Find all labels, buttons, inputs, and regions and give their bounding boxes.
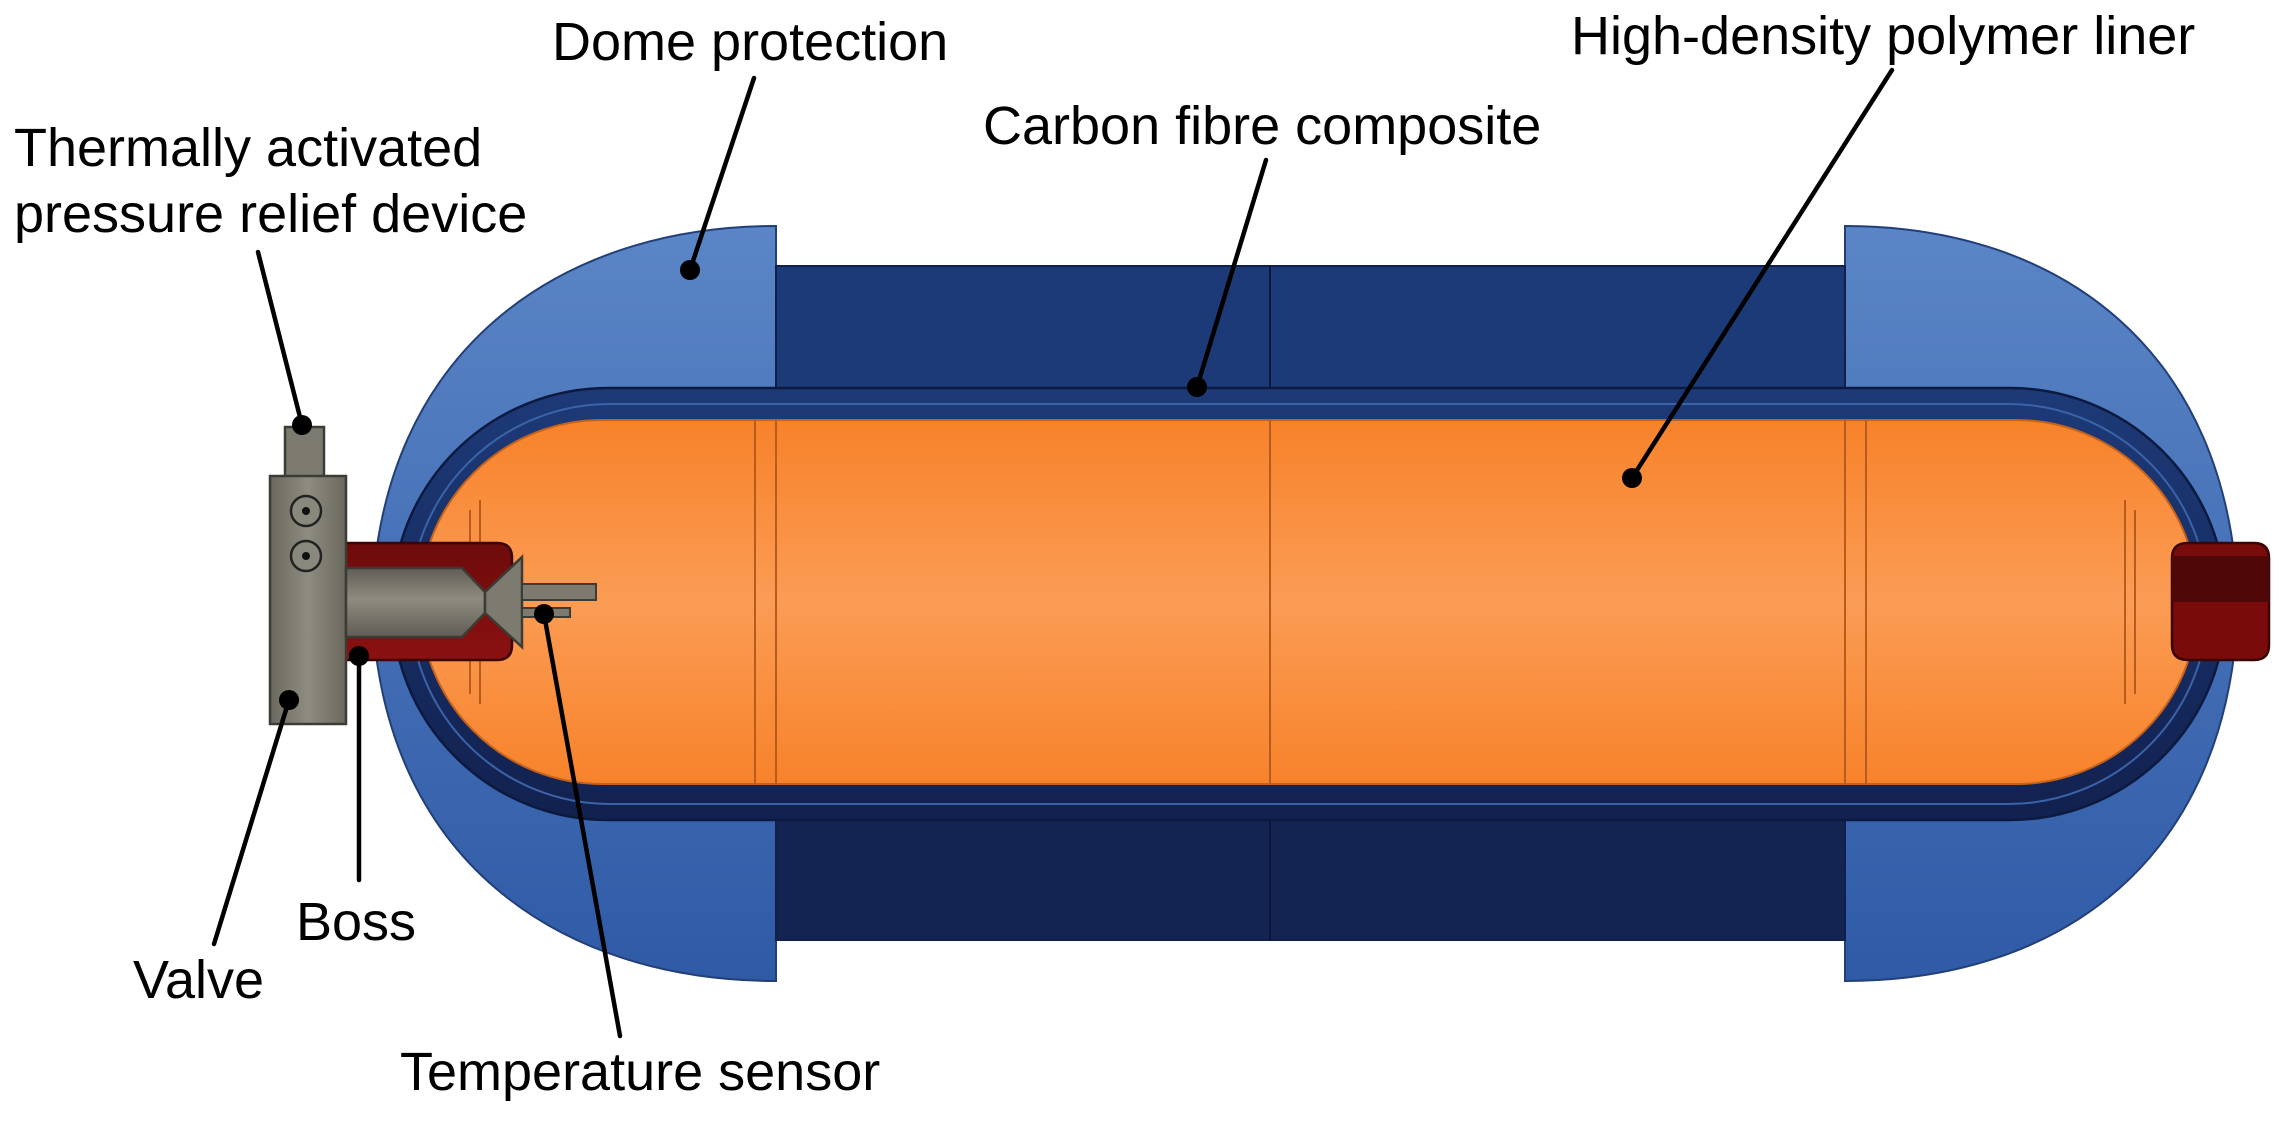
leader-dome-protection [687,75,757,273]
leader-tprd [255,249,305,428]
label-valve: Valve [133,950,264,1010]
label-tprd-line2: pressure relief device [14,184,527,244]
label-boss: Boss [296,892,416,952]
leader-liner [1629,67,1895,481]
leader-dome-protection-dot [680,260,700,280]
label-carbon-fibre: Carbon fibre composite [983,96,1541,156]
leader-tprd-dot [292,415,312,435]
leader-temperature-sensor-dot [534,604,554,624]
leader-carbon-fibre [1194,157,1269,390]
carbon-fibre-band-bottom [775,815,1846,941]
label-liner: High-density polymer liner [1571,6,2195,66]
valve-port-2-dot [302,552,310,560]
leader-carbon-fibre-dot [1187,377,1207,397]
leader-valve [211,697,292,947]
leader-temperature-sensor [541,611,623,1039]
carbon-fibre-band-top [775,265,1846,391]
polymer-liner [419,419,2199,785]
leader-valve-dot [279,690,299,710]
label-dome-protection: Dome protection [552,12,948,72]
leader-liner-dot [1622,468,1642,488]
valve-port-1-dot [302,507,310,515]
boss-right-shade [2172,556,2269,602]
valve-stem [344,566,487,639]
sensor-rod [521,583,597,601]
valve-nozzle [483,554,524,650]
leader-boss-dot [349,646,369,666]
label-tprd-line1: Thermally activated [14,118,482,178]
label-temperature-sensor: Temperature sensor [400,1042,880,1102]
